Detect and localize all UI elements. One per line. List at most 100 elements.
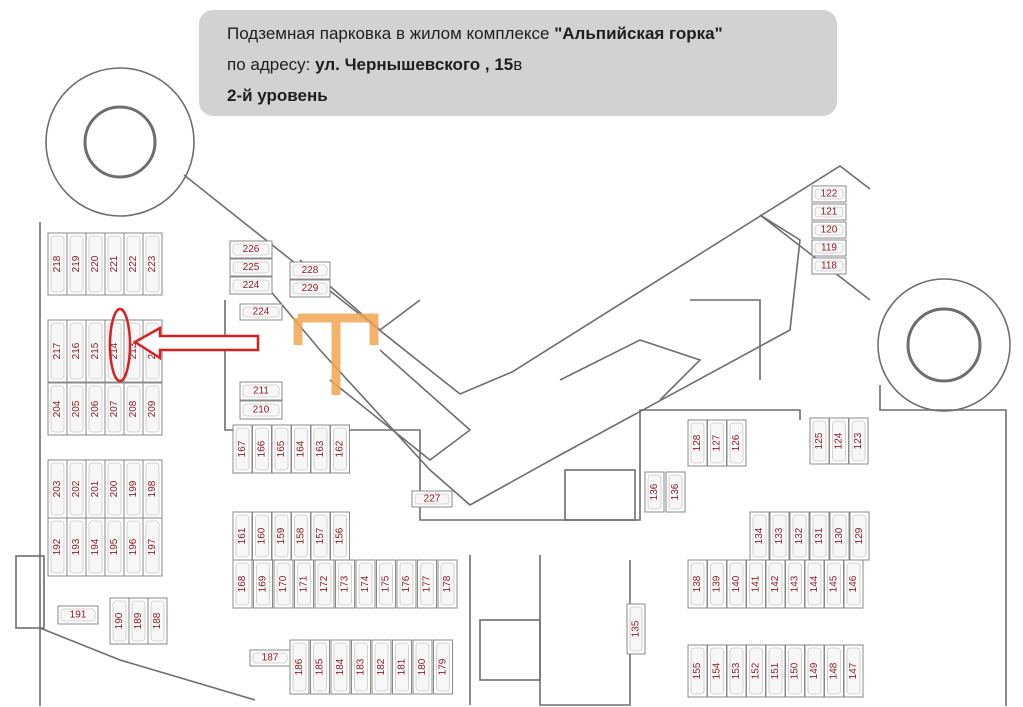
parking-space-139[interactable]: 139	[707, 559, 727, 609]
parking-space-164[interactable]: 164	[291, 424, 311, 474]
parking-space-168[interactable]: 168	[232, 559, 253, 609]
parking-space-142[interactable]: 142	[765, 559, 786, 609]
parking-space-223[interactable]: 223	[142, 232, 163, 296]
parking-space-184[interactable]: 184	[330, 639, 351, 695]
parking-space-202[interactable]: 202	[66, 459, 87, 519]
parking-space-129[interactable]: 129	[849, 511, 870, 561]
parking-space-132[interactable]: 132	[789, 511, 810, 561]
parking-space-220[interactable]: 220	[85, 232, 106, 296]
parking-space-166[interactable]: 166	[252, 424, 272, 474]
parking-space-224[interactable]: 224	[239, 303, 283, 321]
parking-space-143[interactable]: 143	[785, 559, 805, 609]
parking-space-161[interactable]: 161	[232, 511, 253, 561]
parking-space-167[interactable]: 167	[232, 424, 253, 474]
parking-space-189[interactable]: 189	[128, 597, 149, 645]
parking-space-209[interactable]: 209	[142, 382, 163, 436]
parking-space-156[interactable]: 156	[330, 511, 350, 561]
parking-space-175[interactable]: 175	[376, 559, 396, 609]
parking-space-216[interactable]: 216	[66, 319, 87, 383]
parking-space-141[interactable]: 141	[746, 559, 766, 609]
parking-space-174[interactable]: 174	[355, 559, 376, 609]
parking-space-122[interactable]: 122	[811, 185, 847, 203]
parking-space-169[interactable]: 169	[253, 559, 273, 609]
parking-space-172[interactable]: 172	[314, 559, 335, 609]
parking-space-191[interactable]: 191	[57, 605, 99, 625]
parking-space-119[interactable]: 119	[811, 239, 847, 257]
parking-space-195[interactable]: 195	[104, 517, 125, 577]
parking-space-145[interactable]: 145	[824, 559, 844, 609]
parking-space-188[interactable]: 188	[147, 597, 168, 645]
parking-space-229[interactable]: 229	[289, 279, 331, 298]
parking-space-201[interactable]: 201	[85, 459, 106, 519]
parking-space-120[interactable]: 120	[811, 221, 847, 239]
parking-space-124[interactable]: 124	[829, 417, 849, 465]
parking-space-154[interactable]: 154	[707, 644, 727, 698]
parking-space-185[interactable]: 185	[310, 639, 330, 695]
parking-space-147[interactable]: 147	[843, 644, 864, 698]
parking-space-158[interactable]: 158	[291, 511, 311, 561]
parking-space-126[interactable]: 126	[726, 419, 747, 467]
parking-space-155[interactable]: 155	[687, 644, 708, 698]
parking-space-221[interactable]: 221	[104, 232, 125, 296]
parking-space-194[interactable]: 194	[85, 517, 106, 577]
parking-space-193[interactable]: 193	[66, 517, 87, 577]
parking-space-150[interactable]: 150	[785, 644, 805, 698]
parking-space-144[interactable]: 144	[804, 559, 825, 609]
parking-space-131[interactable]: 131	[809, 511, 830, 561]
parking-space-134[interactable]: 134	[749, 511, 770, 561]
parking-space-179[interactable]: 179	[433, 639, 453, 695]
parking-space-186[interactable]: 186	[289, 639, 310, 695]
parking-space-121[interactable]: 121	[811, 203, 847, 221]
parking-space-211[interactable]: 211	[239, 381, 283, 401]
parking-space-200[interactable]: 200	[104, 459, 125, 519]
parking-space-190[interactable]: 190	[109, 597, 130, 645]
parking-space-125[interactable]: 125	[809, 417, 830, 465]
parking-space-118[interactable]: 118	[811, 257, 847, 275]
parking-space-197[interactable]: 197	[142, 517, 163, 577]
parking-space-205[interactable]: 205	[66, 382, 87, 436]
parking-space-135[interactable]: 135	[626, 603, 646, 655]
parking-space-224[interactable]: 224	[229, 276, 273, 295]
parking-space-163[interactable]: 163	[310, 424, 331, 474]
parking-space-171[interactable]: 171	[294, 559, 314, 609]
parking-space-207[interactable]: 207	[104, 382, 125, 436]
parking-space-215[interactable]: 215	[85, 319, 106, 383]
parking-space-206[interactable]: 206	[85, 382, 106, 436]
parking-space-127[interactable]: 127	[707, 419, 727, 467]
parking-space-151[interactable]: 151	[765, 644, 786, 698]
parking-space-133[interactable]: 133	[769, 511, 790, 561]
parking-space-130[interactable]: 130	[829, 511, 850, 561]
parking-space-182[interactable]: 182	[371, 639, 392, 695]
parking-space-162[interactable]: 162	[330, 424, 350, 474]
parking-space-192[interactable]: 192	[47, 517, 68, 577]
parking-space-181[interactable]: 181	[392, 639, 412, 695]
parking-space-170[interactable]: 170	[273, 559, 294, 609]
parking-space-136[interactable]: 136	[665, 471, 686, 513]
parking-space-180[interactable]: 180	[412, 639, 433, 695]
parking-space-222[interactable]: 222	[123, 232, 144, 296]
parking-space-227[interactable]: 227	[411, 490, 453, 508]
parking-space-136[interactable]: 136	[644, 471, 665, 513]
parking-space-203[interactable]: 203	[47, 459, 68, 519]
parking-space-160[interactable]: 160	[252, 511, 272, 561]
parking-space-183[interactable]: 183	[351, 639, 371, 695]
parking-space-228[interactable]: 228	[289, 261, 331, 280]
parking-space-165[interactable]: 165	[271, 424, 292, 474]
parking-space-146[interactable]: 146	[843, 559, 864, 609]
parking-space-196[interactable]: 196	[123, 517, 144, 577]
parking-space-152[interactable]: 152	[746, 644, 766, 698]
parking-space-173[interactable]: 173	[335, 559, 355, 609]
parking-space-187[interactable]: 187	[249, 649, 291, 667]
parking-space-219[interactable]: 219	[66, 232, 87, 296]
parking-space-123[interactable]: 123	[848, 417, 869, 465]
parking-space-176[interactable]: 176	[396, 559, 417, 609]
parking-space-157[interactable]: 157	[310, 511, 331, 561]
parking-space-226[interactable]: 226	[229, 240, 273, 259]
parking-space-148[interactable]: 148	[824, 644, 844, 698]
parking-space-218[interactable]: 218	[47, 232, 68, 296]
parking-space-138[interactable]: 138	[687, 559, 708, 609]
parking-space-198[interactable]: 198	[142, 459, 163, 519]
parking-space-204[interactable]: 204	[47, 382, 68, 436]
parking-space-225[interactable]: 225	[229, 258, 273, 277]
parking-space-159[interactable]: 159	[271, 511, 292, 561]
